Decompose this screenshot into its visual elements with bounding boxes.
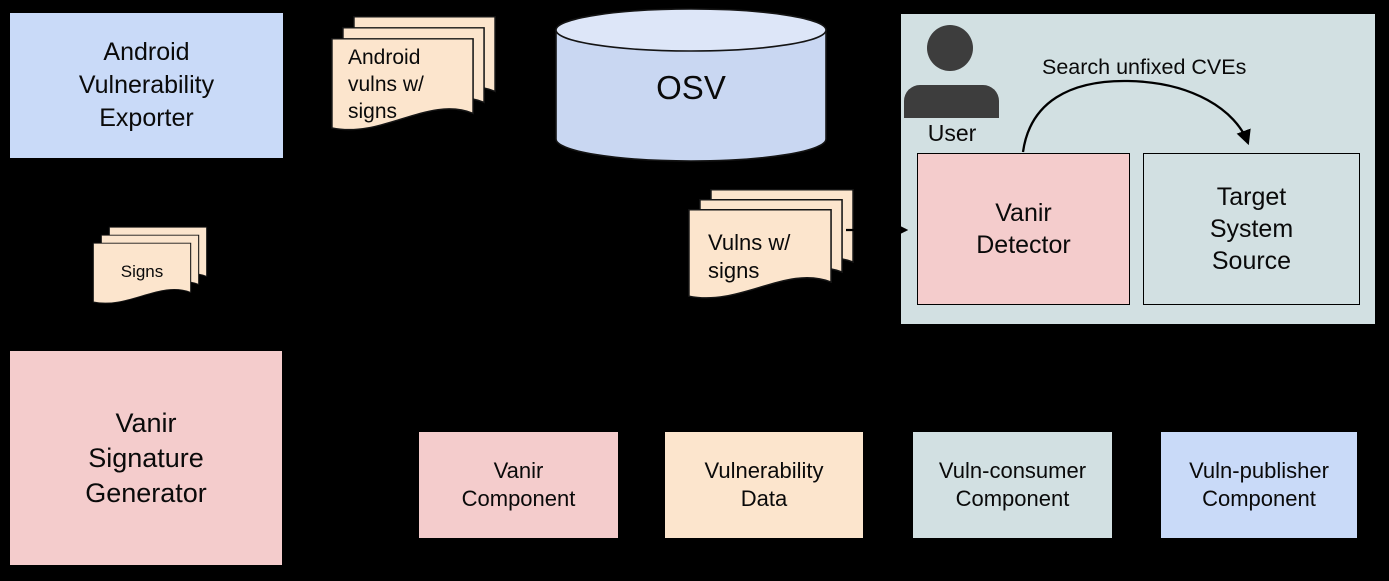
vulns-doc-label: Vulns w/ signs [708,230,791,283]
target-system-source-label: Target System Source [1209,183,1294,275]
osv-label: OSV [656,69,726,106]
osv-database-cylinder-icon [555,8,827,162]
legend-vulnerability-data-label: Vulnerability Data [704,458,824,511]
user-shoulders-icon [904,85,999,118]
vanir-detector-box: Vanir Detector [917,153,1130,305]
user-head-icon [927,25,973,71]
signs-doc-stack: Signs [92,226,210,312]
target-system-source-box: Target System Source [1143,153,1360,305]
vanir-signature-generator-box: Vanir Signature Generator [10,351,282,565]
legend-vuln-publisher-label: Vuln-publisher Component [1189,458,1329,511]
vulns-doc-stack: Vulns w/ signs [687,188,857,308]
legend-vulnerability-data: Vulnerability Data [665,432,863,538]
search-unfixed-cves-label: Search unfixed CVEs [1042,55,1247,79]
android-vulnerability-exporter-label: Android Vulnerability Exporter [78,38,215,132]
legend-vuln-publisher: Vuln-publisher Component [1161,432,1357,538]
legend-vuln-consumer: Vuln-consumer Component [913,432,1112,538]
vuln-consumer-panel: User Search unfixed CVEs Vanir Detector … [901,14,1375,324]
signs-doc-label: Signs [120,262,164,281]
android-vulns-doc-label: Android vulns w/ signs [348,46,424,123]
vanir-detector-label: Vanir Detector [976,199,1071,259]
user-label: User [927,120,977,146]
legend-vuln-consumer-label: Vuln-consumer Component [938,458,1087,511]
android-vulns-doc-stack: Android vulns w/ signs [330,15,500,139]
vanir-signature-generator-label: Vanir Signature Generator [85,407,207,508]
legend-vanir-component: Vanir Component [419,432,618,538]
legend-vanir-component-label: Vanir Component [461,458,576,511]
osv-label-wrap: OSV [553,58,829,118]
android-vulnerability-exporter-box: Android Vulnerability Exporter [10,13,283,158]
